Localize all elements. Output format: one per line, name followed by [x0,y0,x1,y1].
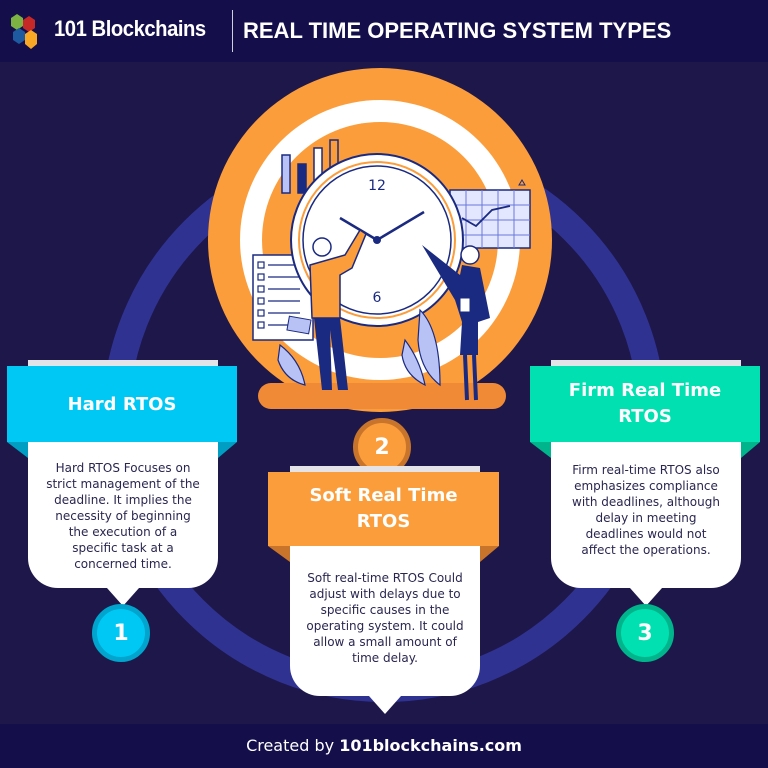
number-badge: 3 [616,604,674,662]
card-title: Hard RTOS [7,366,237,442]
card-description: Soft real-time RTOS Could adjust with de… [290,546,480,714]
card-description: Hard RTOS Focuses on strict management o… [28,440,218,606]
platform [258,383,506,409]
page-title: REAL TIME OPERATING SYSTEM TYPES [243,18,672,43]
brand-name: 101 Blockchains [54,16,206,41]
man-figure [286,228,367,390]
footer-site-link[interactable]: 101blockchains.com [339,736,522,755]
svg-text:12: 12 [368,178,386,194]
footer-prefix: Created by [246,736,340,755]
plant-icon [277,308,441,387]
woman-figure [422,245,490,401]
svg-text:6: 6 [373,290,382,306]
card-description: Firm real-time RTOS also emphasizes comp… [551,440,741,606]
logo-icon [11,14,37,49]
number-badge: 1 [92,604,150,662]
footer: Created by 101blockchains.com [0,724,768,768]
header: 101 Blockchains REAL TIME OPERATING SYST… [0,0,768,62]
header-divider [232,10,233,52]
card-title: Firm Real Time RTOS [530,366,760,442]
card-title: Soft Real Time RTOS [268,472,499,546]
